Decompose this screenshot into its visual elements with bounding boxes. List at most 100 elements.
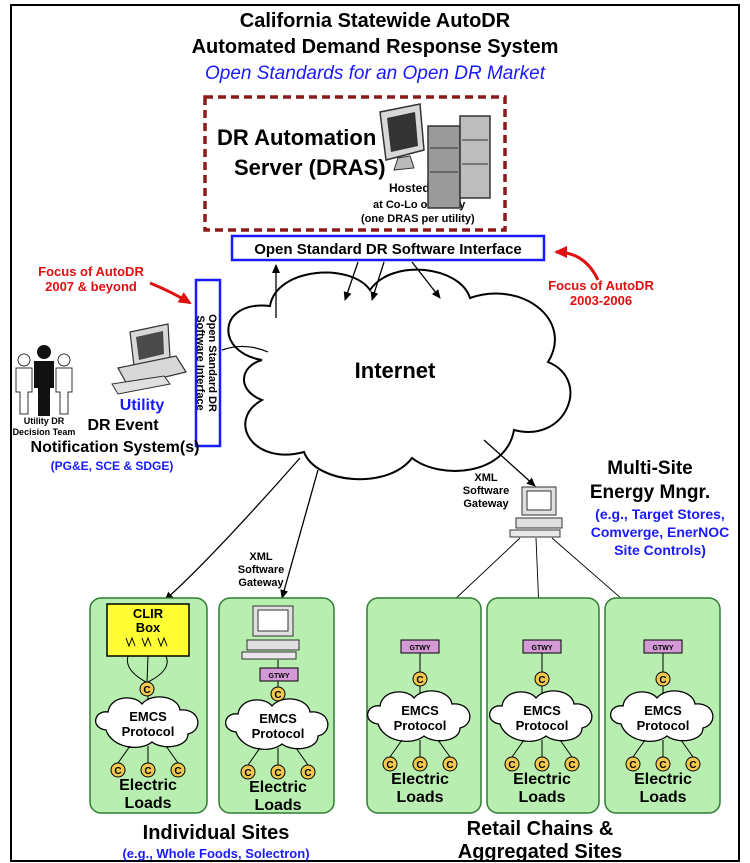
load-coin-label: C — [538, 760, 545, 771]
emcs-label-line2: Protocol — [637, 718, 690, 733]
title-line2: Automated Demand Response System — [192, 36, 559, 58]
load-coin — [534, 756, 550, 772]
multisite-line5: Site Controls) — [614, 542, 706, 558]
link-bar-internet-3 — [411, 261, 441, 299]
dras-title-line1: DR Automation — [217, 125, 376, 150]
load-coin — [382, 756, 398, 772]
interface-bar — [230, 234, 546, 262]
load-coin — [270, 764, 286, 780]
emcs-label-line1: EMCS — [644, 703, 682, 718]
multisite-line1: Multi-Site — [607, 458, 693, 479]
emcs-label-line2: Protocol — [122, 724, 175, 739]
diagram-frame — [10, 4, 740, 862]
electric-loads-line1: Electric — [391, 771, 449, 788]
link-internet-clir — [164, 457, 301, 601]
gtwy-label: GTWY — [653, 645, 674, 652]
multisite-line4: Comverge, EnerNOC — [591, 524, 729, 540]
utility-computer-icon — [111, 323, 187, 395]
electric-loads-line2: Loads — [518, 789, 565, 806]
load-coin-label: C — [568, 760, 575, 771]
dras-hosted-line1: Hosted — [389, 181, 430, 195]
load-coin — [170, 762, 186, 778]
controller-coin — [139, 681, 155, 697]
focus-right-arrow — [554, 246, 600, 281]
emcs-cloud — [95, 696, 199, 748]
gtwy-label: GTWY — [410, 645, 431, 652]
clir-label-line2: Box — [136, 620, 161, 635]
vertical-interface-box — [194, 278, 222, 448]
load-coin — [140, 762, 156, 778]
title-line1: California Statewide AutoDR — [240, 10, 511, 32]
focus-right-line1: Focus of AutoDR — [548, 278, 654, 293]
electric-loads-line1: Electric — [634, 771, 692, 788]
utility-label-line3: Notification System(s) — [31, 439, 200, 456]
load-coin-label: C — [416, 760, 423, 771]
electric-loads-line1: Electric — [119, 777, 177, 794]
load-coin — [504, 756, 520, 772]
team-label-line1: Utility DR — [24, 416, 65, 426]
dras-hosted-line3: (one DRAS per utility) — [361, 213, 475, 225]
vertical-interface-line2: Software Interface — [194, 315, 206, 410]
emcs-cloud — [225, 698, 329, 750]
load-coin-label: C — [689, 760, 696, 771]
site2-xml-line1: XML — [249, 551, 273, 563]
load-coin-label: C — [274, 768, 281, 779]
utility-label-line1: Utility — [120, 397, 165, 414]
electric-loads-line2: Loads — [639, 789, 686, 806]
interface-bar-label: Open Standard DR Software Interface — [254, 241, 522, 258]
multisite-xml-line3: Gateway — [463, 498, 509, 510]
utility-label-line2: DR Event — [87, 417, 159, 434]
electric-loads-line2: Loads — [124, 795, 171, 812]
electric-loads-line2: Loads — [254, 797, 301, 814]
load-coin — [442, 756, 458, 772]
emcs-label-line1: EMCS — [523, 703, 561, 718]
team-label-line2: Decision Team — [13, 427, 76, 437]
team-people-icon — [15, 345, 73, 416]
load-coin — [300, 764, 316, 780]
gtwy-label: GTWY — [269, 673, 290, 680]
retail-sites-label-line1: Retail Chains & — [467, 818, 614, 840]
load-coin-label: C — [244, 768, 251, 779]
load-coin-label: C — [629, 760, 636, 771]
load-coin — [625, 756, 641, 772]
retail-2-gateway: GTWY C — [522, 639, 562, 687]
load-coin-label: C — [114, 766, 121, 777]
multisite-xml-line1: XML — [474, 472, 498, 484]
controller-coin-label: C — [659, 675, 666, 686]
retail-sites-label-line2: Aggregated Sites — [458, 841, 622, 863]
electric-loads-line2: Loads — [396, 789, 443, 806]
emcs-cloud — [367, 690, 471, 742]
link-internet-site2 — [280, 469, 319, 599]
link-utility-internet — [221, 345, 269, 353]
emcs-label-line2: Protocol — [516, 718, 569, 733]
emcs-label-line1: EMCS — [129, 709, 167, 724]
clir-label-line1: CLIR — [133, 606, 164, 621]
utility-label-line4: (PG&E, SCE & SDGE) — [51, 459, 174, 473]
multisite-line3: (e.g., Target Stores, — [595, 506, 725, 522]
site2-computer-icon — [241, 605, 300, 660]
individual-sites-examples: (e.g., Whole Foods, Solectron) — [122, 846, 309, 861]
gtwy-label: GTWY — [532, 645, 553, 652]
emcs-label-line1: EMCS — [259, 711, 297, 726]
focus-left-line2: 2007 & beyond — [45, 279, 137, 294]
emcs-cloud — [610, 690, 714, 742]
vertical-interface-line1: Open Standard DR — [206, 314, 218, 412]
link-internet-multisite — [483, 439, 536, 487]
gtwy-box — [259, 667, 299, 682]
controller-coin-label: C — [416, 675, 423, 686]
emcs-label-line1: EMCS — [401, 703, 439, 718]
load-coin — [564, 756, 580, 772]
focus-left-line1: Focus of AutoDR — [38, 264, 144, 279]
load-coin — [685, 756, 701, 772]
title-subtitle: Open Standards for an Open DR Market — [205, 63, 546, 84]
load-coin-label: C — [386, 760, 393, 771]
multisite-line2: Energy Mngr. — [590, 482, 710, 503]
site2-xml-line2: Software — [238, 564, 284, 576]
load-coin — [412, 756, 428, 772]
